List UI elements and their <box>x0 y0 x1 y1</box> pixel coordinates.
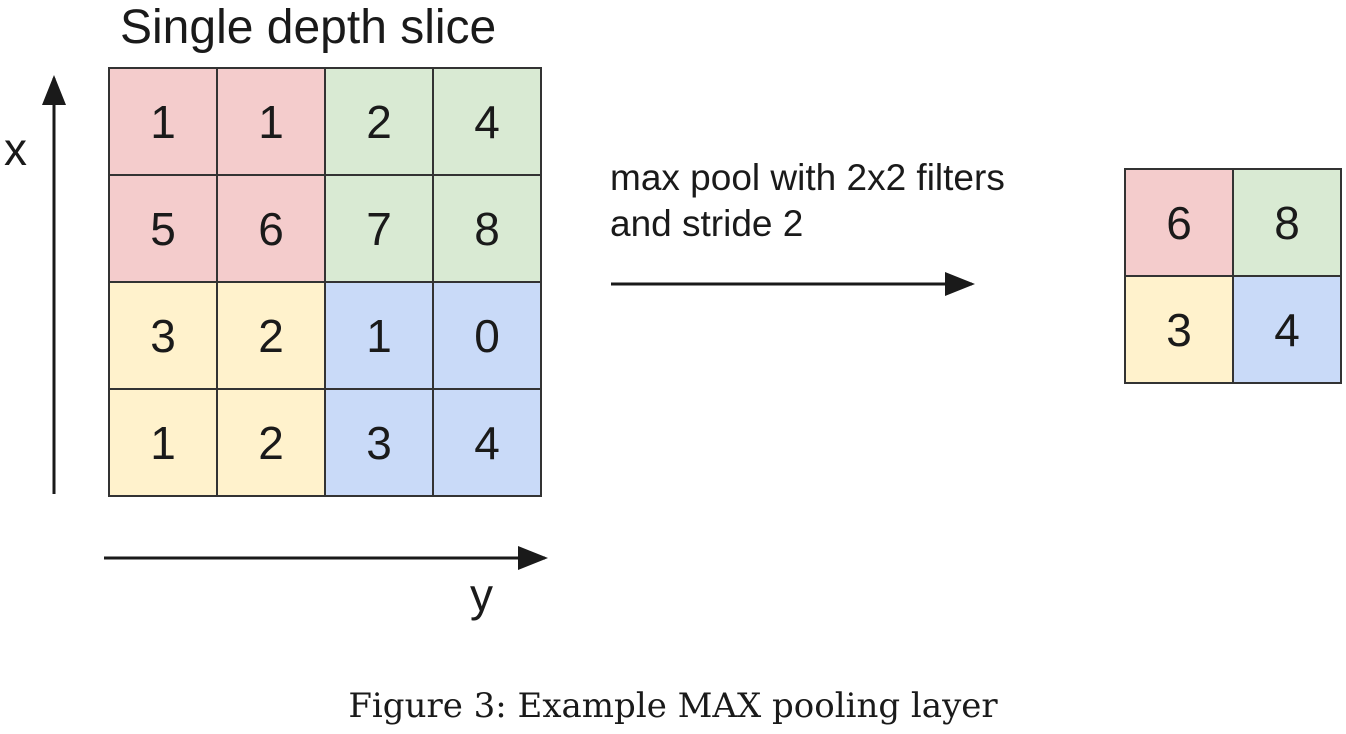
input-grid-cell: 8 <box>434 176 542 283</box>
input-grid-cell: 4 <box>434 390 542 497</box>
figure-caption: Figure 3: Example MAX pooling layer <box>348 686 998 726</box>
diagram-title: Single depth slice <box>120 1 497 54</box>
operation-description: max pool with 2x2 filters and stride 2 <box>610 155 1005 247</box>
output-grid-cell: 6 <box>1126 170 1234 277</box>
input-grid-cell: 2 <box>218 390 326 497</box>
output-grid-cell: 4 <box>1234 277 1342 384</box>
input-grid-cell: 1 <box>110 390 218 497</box>
output-grid-cell: 3 <box>1126 277 1234 384</box>
x-axis-label: x <box>4 123 27 175</box>
input-grid-cell: 5 <box>110 176 218 283</box>
input-grid-cell: 2 <box>218 283 326 390</box>
input-grid-cell: 3 <box>326 390 434 497</box>
operation-line-1: max pool with 2x2 filters <box>610 157 1005 198</box>
input-grid-cell: 1 <box>110 69 218 176</box>
operation-line-2: and stride 2 <box>610 203 804 244</box>
input-grid-cell: 4 <box>434 69 542 176</box>
input-grid-cell: 1 <box>326 283 434 390</box>
input-grid-cell: 6 <box>218 176 326 283</box>
output-grid-cell: 8 <box>1234 170 1342 277</box>
y-axis-label: y <box>470 569 493 621</box>
input-grid-cell: 3 <box>110 283 218 390</box>
input-grid-cell: 2 <box>326 69 434 176</box>
input-grid-cell: 1 <box>218 69 326 176</box>
input-grid-cell: 7 <box>326 176 434 283</box>
input-grid-cell: 0 <box>434 283 542 390</box>
